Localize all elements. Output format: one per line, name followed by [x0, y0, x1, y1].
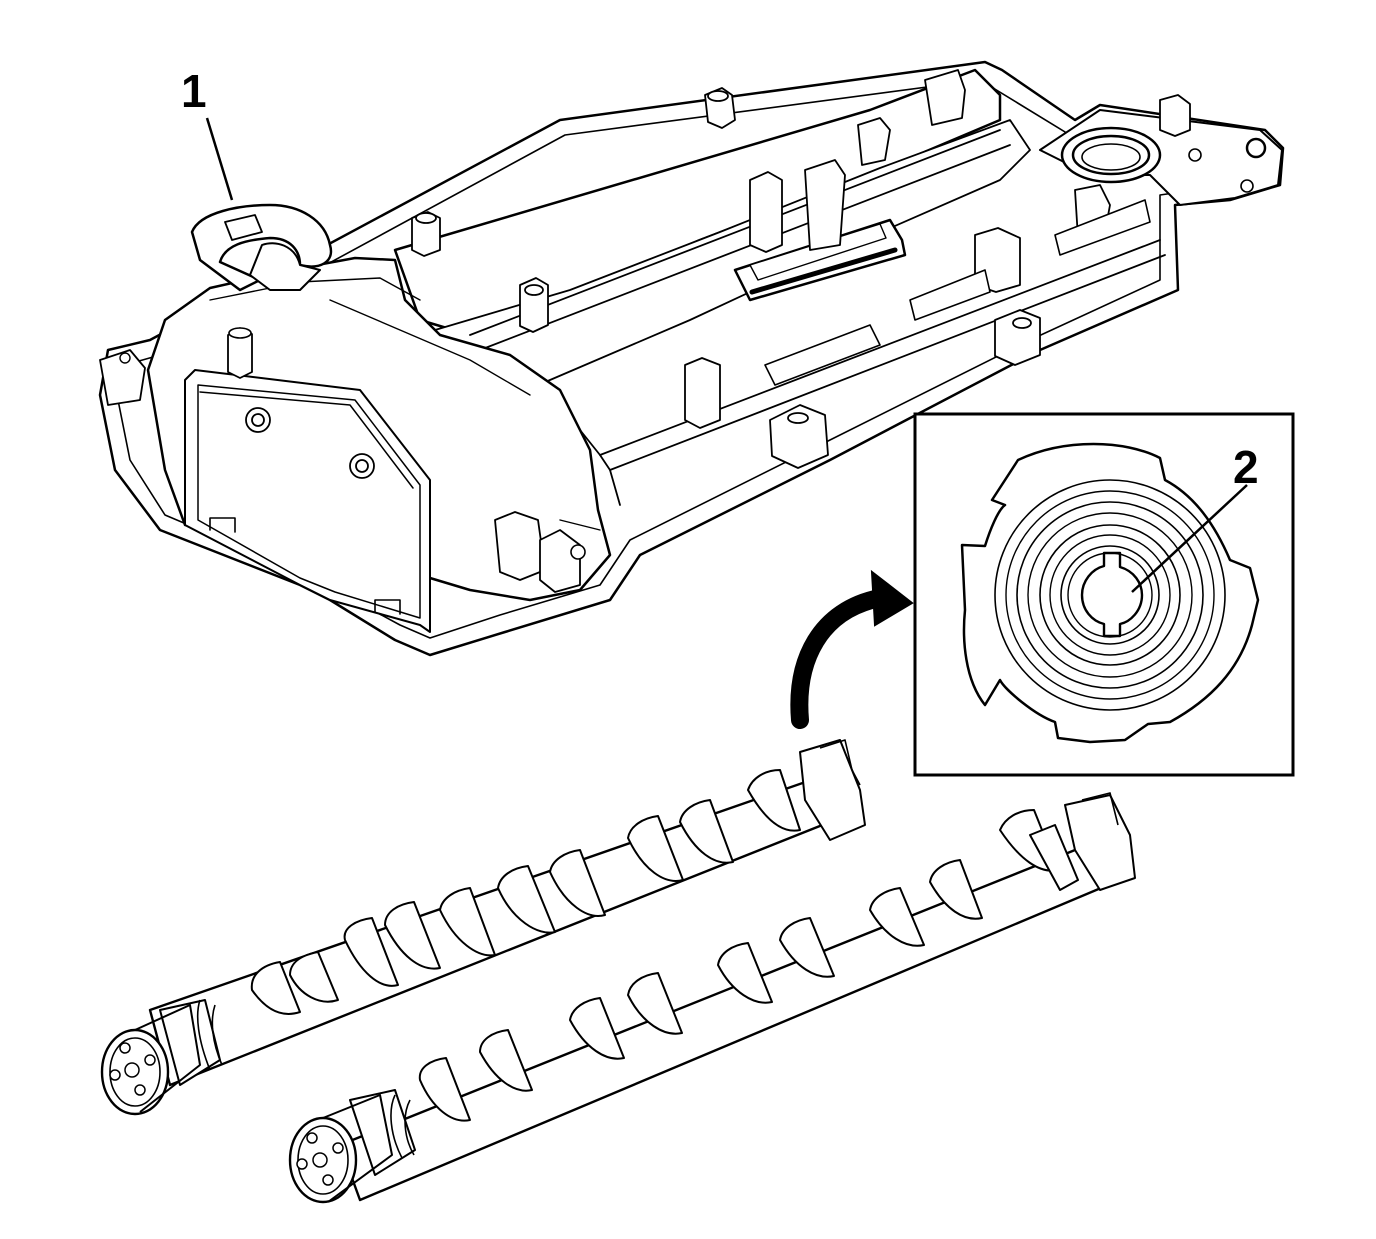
exhaust-camshaft	[290, 793, 1135, 1202]
camshaft-end-detail	[962, 444, 1258, 742]
pcv-hose	[192, 205, 331, 290]
callout-2-label: 2	[1233, 441, 1259, 493]
callout-1-leader	[207, 118, 232, 200]
camshaft-cover	[100, 62, 1283, 655]
detail-arrow	[799, 572, 912, 720]
callout-2-leader	[1132, 485, 1247, 592]
detail-inset	[915, 414, 1293, 775]
callout-1-label: 1	[181, 65, 207, 117]
intake-camshaft	[102, 740, 865, 1114]
